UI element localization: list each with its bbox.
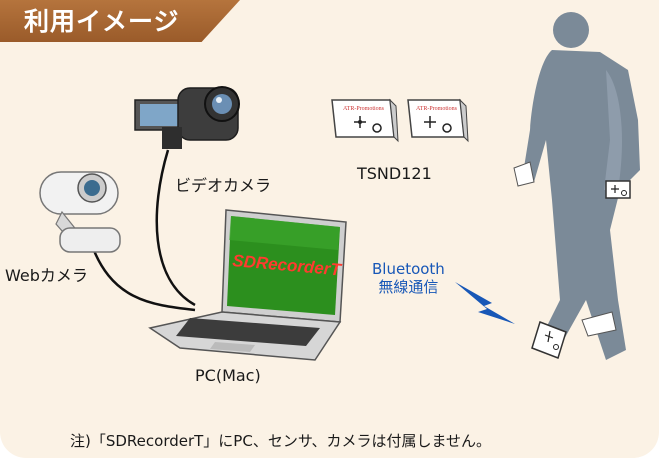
sensor-label: TSND121 (357, 164, 432, 183)
sensor-icon-1: ATR-Promotions (331, 98, 399, 143)
person-silhouette (522, 12, 640, 360)
laptop-icon (148, 209, 347, 361)
ankle-sensor-icon (531, 321, 567, 359)
wrist-sensor-icon (605, 180, 631, 199)
page-title: 利用イメージ (24, 7, 180, 36)
footnote: 注)「SDRecorderT」にPC、センサ、カメラは付属しません。 (70, 432, 492, 450)
bluetooth-label-line1: Bluetooth (372, 260, 445, 278)
web-camera-label: Webカメラ (5, 266, 88, 285)
svg-text:ATR-Promotions: ATR-Promotions (416, 106, 458, 112)
web-camera-icon (39, 171, 121, 253)
web-camera-cable (88, 239, 196, 312)
wrist-band (513, 161, 535, 187)
sensor-icon-2: ATR-Promotions (407, 98, 469, 143)
title-tab (0, 0, 240, 42)
bluetooth-label: Bluetooth 無線通信 (372, 260, 445, 296)
bluetooth-label-line2: 無線通信 (378, 278, 439, 296)
pc-label: PC(Mac) (195, 366, 261, 385)
video-camera-label: ビデオカメラ (175, 176, 272, 195)
ankle-band (581, 311, 617, 337)
video-camera-icon (134, 86, 240, 149)
svg-text:ATR-Promotions: ATR-Promotions (343, 106, 385, 112)
wireless-signal-icon (455, 282, 515, 324)
video-camera-cable (155, 149, 196, 307)
